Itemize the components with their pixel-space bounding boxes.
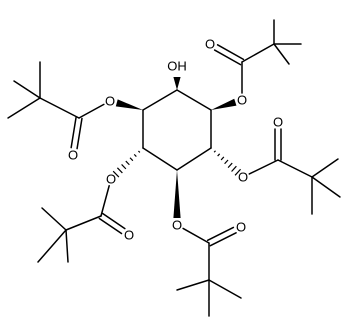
- bond-c3-o2-hash-stroke: [112, 170, 120, 178]
- bond-c5-o4-hash: [213, 150, 242, 176]
- bond-k1-ko1-line: [70, 116, 77, 149]
- bond-c5-o4-hash-stroke: [213, 150, 216, 153]
- oxygen-label: O: [105, 94, 115, 109]
- bond-c3-c4: [142, 147, 178, 171]
- bond-q2-m2a: [41, 207, 67, 231]
- bond-o2-k2: [100, 185, 110, 217]
- bond-c3-o2-hash: [112, 150, 141, 178]
- bond-k1-ko1-double: [70, 116, 83, 150]
- bond-c2-o1-wedge: [115, 99, 143, 110]
- bond-k4-ko4-double: [274, 128, 282, 161]
- bond-q1-m1c: [13, 80, 41, 99]
- bond-k1-q1: [39, 97, 80, 119]
- bond-c5-o4-hash-stroke: [231, 165, 237, 172]
- bond-o1-k1: [78, 103, 105, 119]
- bond-k3-ko3-line: [209, 232, 237, 247]
- bond-q4-m4c: [311, 176, 341, 198]
- atom-label-layer: OH O O O O O O O O O O: [68, 37, 283, 243]
- bond-c3-o2-hash-stroke: [129, 157, 134, 162]
- bond-k5-q5: [241, 43, 275, 63]
- bond-k3-ko3-line: [206, 226, 235, 242]
- bond-q1-m1b: [7, 97, 41, 119]
- bond-q2-m2b: [37, 229, 67, 263]
- bond-c6-o5-wedge: [211, 98, 237, 110]
- bond-o3-k3: [182, 227, 210, 244]
- bond-q3-m3c: [208, 279, 242, 299]
- bond-c6-c1: [176, 89, 212, 111]
- bond-c3-o2-hash-stroke: [138, 150, 141, 153]
- bond-k2-ko2-line: [101, 212, 126, 230]
- bond-c5-o4-hash-stroke: [217, 153, 221, 157]
- hydroxyl-label: OH: [167, 59, 187, 74]
- bond-k1-ko1-line: [76, 117, 83, 150]
- bond-k3-ko3-double: [206, 226, 237, 247]
- bond-c3-o2-hash-stroke: [125, 160, 130, 166]
- bond-k5-ko5-line: [216, 44, 245, 61]
- bond-c3-o2-hash-stroke: [133, 153, 137, 157]
- bond-q4-m4a: [311, 158, 339, 178]
- oxygen-label: O: [237, 93, 247, 108]
- bond-k5-ko5-line: [213, 49, 242, 66]
- oxygen-label: O: [68, 148, 78, 163]
- oxygen-label: O: [124, 228, 134, 243]
- bond-c4-c5: [176, 147, 212, 171]
- bond-c4-o3-wedge: [173, 170, 181, 218]
- bond-k5-ko5-double: [213, 44, 245, 66]
- bond-c5-o4-hash-stroke: [227, 162, 233, 169]
- oxygen-label: O: [205, 37, 215, 52]
- bond-k2-ko2-line: [98, 217, 123, 235]
- bond-c5-o4-hash-stroke: [234, 168, 242, 176]
- bond-q2-m2c: [65, 229, 69, 263]
- bond-c5-o4-hash-stroke: [220, 156, 225, 161]
- bond-c1-c2: [142, 89, 178, 111]
- oxygen-label: O: [236, 220, 246, 235]
- bond-c3-o2-hash-stroke: [121, 164, 127, 170]
- oxygen-label: O: [238, 170, 248, 185]
- oxygen-label: O: [273, 115, 283, 130]
- bond-c1-oh-wedge: [173, 77, 181, 90]
- bond-k2-q2: [65, 215, 102, 231]
- oxygen-label: O: [172, 218, 182, 233]
- bond-k4-q4: [277, 159, 313, 178]
- bond-k2-ko2-double: [98, 212, 126, 235]
- oxygen-label: O: [106, 172, 116, 187]
- bond-q3-m3a: [176, 279, 210, 291]
- bond-c3-o2-hash-stroke: [116, 167, 123, 174]
- bond-c5-o4-hash-stroke: [224, 159, 229, 165]
- bond-q5-m5c: [273, 43, 290, 65]
- bond-layer: [7, 19, 341, 317]
- bond-o4-k4: [248, 159, 279, 175]
